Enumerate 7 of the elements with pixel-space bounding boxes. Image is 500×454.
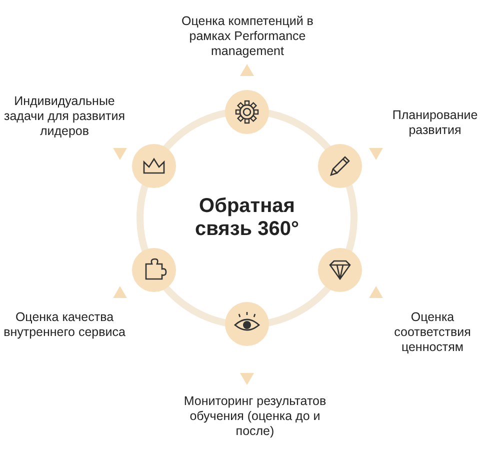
caption-text: Оценка компетенций в рамках Performance management <box>160 14 335 59</box>
caption-text: Планирование развития <box>380 108 490 138</box>
caption-text: Мониторинг результатов обучения (оценка до и после) <box>170 394 340 439</box>
caption-text: Индивидуальные задачи для развития лидеров <box>2 94 127 139</box>
caption-text: Оценка соответствия ценностям <box>375 310 490 355</box>
caption-text: Оценка качества внутреннего сервиса <box>2 310 127 340</box>
center-title: Обратная связь 360° <box>177 195 317 241</box>
